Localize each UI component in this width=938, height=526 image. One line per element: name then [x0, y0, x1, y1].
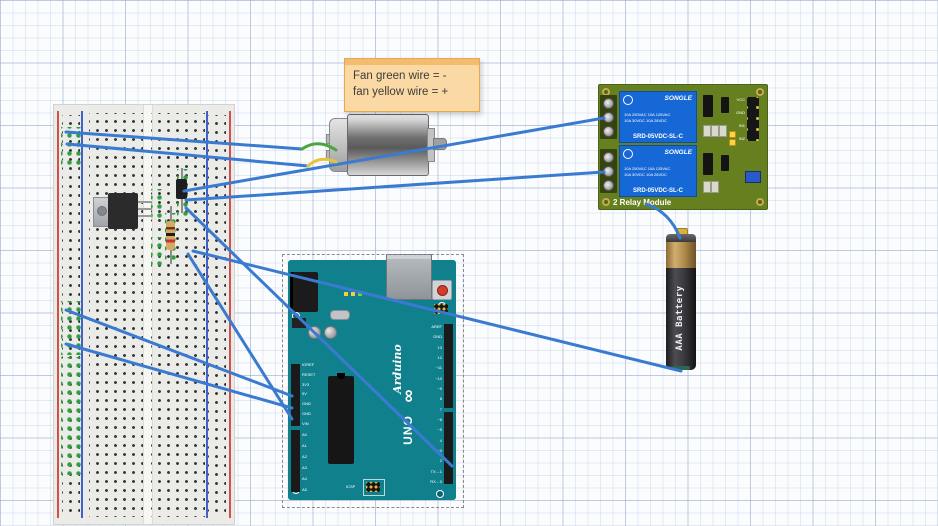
- relay-brand: SONGLE: [664, 95, 692, 102]
- regulator-leg: [138, 201, 152, 203]
- pin-label: TX→1: [430, 468, 442, 474]
- relay-logo-icon: [623, 149, 633, 159]
- screw-terminal-1[interactable]: [600, 95, 617, 139]
- smd-resistor: [711, 181, 719, 193]
- sticky-note[interactable]: Fan green wire = - fan yellow wire = +: [344, 58, 480, 112]
- pin-label: VCC: [736, 97, 745, 102]
- voltage-regulator[interactable]: [93, 193, 155, 231]
- transistor[interactable]: [176, 168, 188, 214]
- relay-board-label: 2 Relay Module: [613, 198, 672, 207]
- relay-pin-header[interactable]: [747, 97, 759, 141]
- regulator-tab-hole: [97, 206, 107, 216]
- note-line-2: fan yellow wire = +: [353, 86, 449, 98]
- relay-module[interactable]: SONGLE 10A 250VAC 10A 125VAC 10A 30VDC 1…: [598, 84, 768, 210]
- relay-rating: 10A 250VAC 10A 125VAC: [624, 166, 671, 171]
- rail-line-red-right: [229, 111, 231, 518]
- pin-label: IN1: [738, 123, 745, 128]
- dc-motor-fan[interactable]: [326, 112, 447, 176]
- connected-holes-row: [151, 237, 165, 267]
- motor-end-cap: [329, 118, 349, 172]
- relay-model: SRD-05VDC-SL-C: [632, 134, 683, 140]
- resistor-lead: [170, 250, 172, 264]
- mounting-hole: [756, 88, 764, 96]
- jumper[interactable]: [745, 171, 761, 183]
- mounting-hole: [436, 490, 444, 498]
- smd-resistor: [711, 125, 719, 137]
- relay-model: SRD-05VDC-SL-C: [632, 188, 683, 194]
- connected-holes-rail-mid: [61, 301, 81, 355]
- regulator-body: [108, 193, 138, 229]
- icsp-outline: [363, 479, 385, 496]
- relay-rating: 10A 250VAC 10A 125VAC: [624, 112, 671, 117]
- pin-label: A5: [302, 487, 307, 492]
- relay-2[interactable]: SONGLE 10A 250VAC 10A 125VAC 10A 30VDC 1…: [619, 145, 697, 197]
- ic-chip: [703, 95, 713, 117]
- motor-body: [347, 114, 429, 176]
- smd-resistor: [703, 125, 711, 137]
- sticky-note-header: [345, 59, 479, 65]
- battery-label: AAA Battery: [675, 285, 685, 351]
- motor-shaft: [433, 138, 447, 150]
- transistor-body: [176, 179, 187, 199]
- resistor-body: [166, 221, 175, 250]
- mounting-hole: [756, 198, 764, 206]
- connected-holes-rail-bottom: [61, 357, 81, 475]
- smd-resistor: [719, 125, 727, 137]
- aaa-battery[interactable]: AAA Battery: [664, 228, 698, 380]
- rail-line-blue-left: [81, 111, 83, 518]
- power-rail-holes-right[interactable]: [208, 115, 226, 515]
- ic-chip: [721, 97, 729, 113]
- pin-label: A4: [302, 476, 307, 481]
- ic-chip: [721, 155, 729, 171]
- status-led: [729, 131, 736, 138]
- regulator-leg: [138, 215, 152, 217]
- icsp-header[interactable]: [366, 482, 380, 492]
- connected-holes-transistor: [151, 189, 165, 221]
- ic-chip: [703, 153, 713, 175]
- connected-holes-rail-top: [61, 127, 81, 169]
- relay-rating: 10A 30VDC 10A 28VDC: [624, 172, 667, 177]
- battery-copper-band: [666, 242, 696, 268]
- transistor-lead: [181, 168, 183, 180]
- breadboard[interactable]: [53, 104, 235, 525]
- pin-label: GND: [736, 110, 745, 115]
- battery-top-ring: [666, 234, 696, 242]
- regulator-leg: [138, 208, 152, 210]
- resistor-lead: [170, 206, 172, 222]
- pin-label: IN2: [738, 136, 745, 141]
- smd-resistor: [703, 181, 711, 193]
- relay-brand: SONGLE: [664, 149, 692, 156]
- pin-label: A3: [302, 465, 307, 470]
- rail-line-red-left: [57, 111, 59, 518]
- screw-terminal-2[interactable]: [600, 149, 617, 193]
- icsp-label: ICSP: [346, 484, 356, 489]
- selection-rect: [282, 254, 464, 508]
- battery-bottom-glint: [672, 366, 690, 370]
- pin-label: RX←0: [430, 478, 442, 484]
- transistor-lead: [181, 199, 183, 213]
- wire-breadboard-to-relay-terminal-2[interactable]: [184, 170, 606, 202]
- terminal-holes-left[interactable]: [89, 113, 143, 517]
- mounting-hole: [602, 198, 610, 206]
- note-line-1: Fan green wire = -: [353, 70, 447, 82]
- resistor[interactable]: [166, 206, 176, 264]
- relay-1[interactable]: SONGLE 10A 250VAC 10A 125VAC 10A 30VDC 1…: [619, 91, 697, 143]
- status-led: [729, 139, 736, 146]
- relay-rating: 10A 30VDC 10A 28VDC: [624, 118, 667, 123]
- relay-logo-icon: [623, 95, 633, 105]
